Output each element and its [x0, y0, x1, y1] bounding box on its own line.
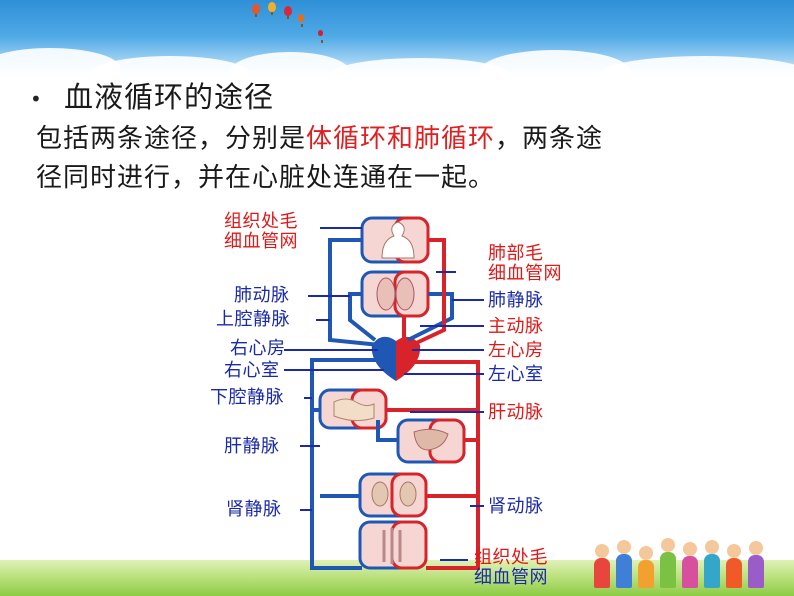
label-hepatic-artery: 肝动脉 [488, 402, 544, 423]
arteries [386, 238, 480, 570]
kidney-capillary-box [358, 472, 428, 518]
bullet-marker: • [30, 87, 42, 111]
label-hepatic-vein: 肝静脉 [224, 436, 280, 457]
label-renal-vein: 肾静脉 [226, 499, 282, 520]
liver-capillary-box [396, 418, 466, 464]
label-line: 肺部毛 [488, 243, 544, 264]
label-line: 细血管网 [488, 263, 562, 284]
slide-heading: 血液循环的途径 [64, 80, 275, 114]
label-pulmonary-artery: 肺动脉 [234, 285, 290, 306]
paragraph-text: ，两条途 [495, 124, 604, 154]
paragraph-highlight: 体循环和肺循环 [306, 124, 496, 154]
tissue-capillary-top-box [360, 216, 430, 264]
label-inferior-vena-cava: 下腔静脉 [210, 387, 284, 408]
intestine-capillary-box [318, 388, 388, 430]
balloon-icon [298, 14, 304, 27]
tissue-capillary-bottom-box [358, 520, 428, 570]
label-tissue-capillary-bottom: 组织处毛 细血管网 [474, 548, 548, 588]
balloon-icon [268, 2, 276, 15]
label-right-ventricle: 右心室 [224, 360, 280, 381]
slide-paragraph: 包括两条途径，分别是体循环和肺循环，两条途 径同时进行，并在心脏处连通在一起。 [36, 120, 706, 198]
label-renal-artery: 肾动脉 [488, 496, 544, 517]
label-line: 细血管网 [224, 231, 298, 252]
lung-capillary-box [360, 270, 430, 318]
children-illustration [590, 530, 780, 588]
balloon-icon [284, 6, 292, 19]
label-aorta: 主动脉 [488, 316, 544, 337]
paragraph-text: 径同时进行，并在心脏处连通在一起。 [36, 163, 496, 193]
paragraph-text: 包括两条途径，分别是 [36, 124, 307, 154]
label-line: 组织处毛 [224, 211, 298, 232]
label-right-atrium: 右心房 [230, 338, 286, 359]
label-lung-capillary: 肺部毛 细血管网 [488, 244, 562, 284]
label-superior-vena-cava: 上腔静脉 [216, 309, 290, 330]
veins [310, 238, 454, 570]
label-line: 细血管网 [474, 567, 548, 588]
label-pointers [284, 227, 484, 561]
label-left-atrium: 左心房 [488, 340, 544, 361]
label-left-ventricle: 左心室 [488, 364, 544, 385]
balloon-icon [318, 30, 323, 43]
label-tissue-capillary-top: 组织处毛 细血管网 [224, 212, 298, 252]
label-line: 组织处毛 [474, 547, 548, 568]
balloon-icon [252, 4, 260, 17]
label-pulmonary-vein: 肺静脉 [488, 290, 544, 311]
sky-banner [0, 0, 794, 80]
